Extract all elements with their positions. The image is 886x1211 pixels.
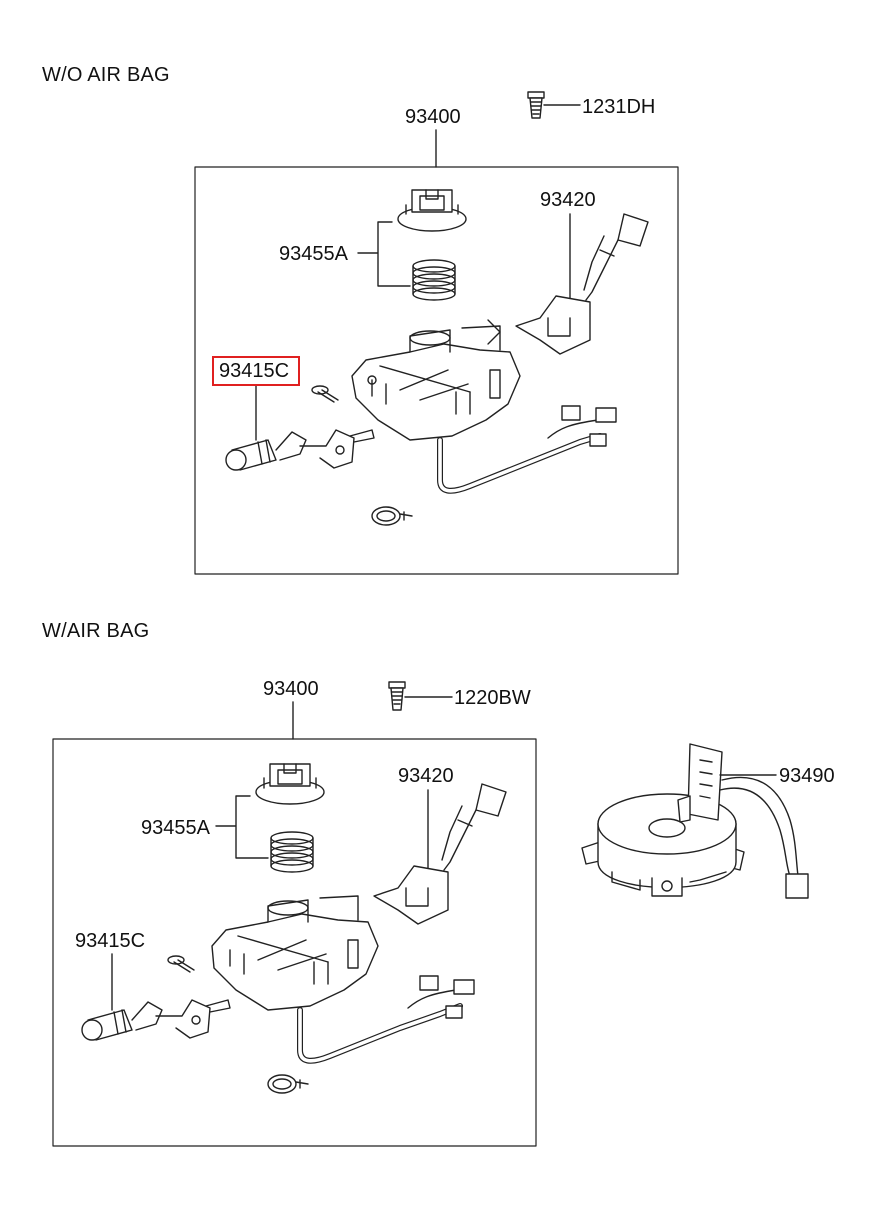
bottom-pin-icon (167, 955, 195, 973)
bottom-cancel-cam-label[interactable]: 93455A (141, 817, 210, 839)
clock-spring-icon (581, 743, 809, 899)
top-right-lever-icon (515, 213, 649, 355)
bottom-assembly-frame (52, 738, 537, 1147)
top-assembly-label[interactable]: 93400 (405, 106, 461, 128)
bottom-left-lever-label[interactable]: 93415C (75, 930, 146, 952)
bottom-clamp-icon (267, 1074, 309, 1094)
section-title-without-airbag: W/O AIR BAG (42, 64, 170, 86)
bottom-right-lever-icon (373, 783, 507, 925)
bottom-right-lever-label[interactable]: 93420 (398, 765, 454, 787)
bottom-left-lever-icon (81, 953, 231, 1041)
section-title-with-airbag: W/AIR BAG (42, 620, 150, 642)
top-screw-label[interactable]: 1231DH (582, 96, 656, 118)
top-cancel-cam-label[interactable]: 93455A (279, 243, 348, 265)
highlight-box-93415c (212, 356, 300, 386)
bottom-cancel-cam-icon (255, 763, 325, 805)
bottom-screw-icon (388, 681, 453, 711)
bottom-switch-body-icon (211, 895, 379, 1011)
top-left-lever-label[interactable]: 93415C (219, 360, 290, 382)
top-spring-icon (412, 259, 456, 301)
bottom-screw-label[interactable]: 1220BW (454, 687, 531, 709)
top-wire-harness-icon (437, 405, 617, 494)
top-assembly-drawing (194, 91, 679, 575)
top-pin-icon (311, 385, 339, 403)
clock-spring-label[interactable]: 93490 (779, 765, 835, 787)
top-switch-body-icon (351, 319, 521, 441)
bottom-assembly-label[interactable]: 93400 (263, 678, 319, 700)
bottom-cancel-cam-bracket (215, 795, 269, 859)
top-clamp-icon (371, 506, 413, 526)
bottom-wire-harness-icon (297, 975, 475, 1064)
top-left-lever-icon (225, 385, 375, 471)
top-right-lever-label[interactable]: 93420 (540, 189, 596, 211)
bottom-assembly-drawing (52, 681, 809, 1147)
top-cancel-cam-icon (397, 189, 467, 232)
bottom-spring-icon (270, 831, 314, 873)
top-cancel-cam-bracket (357, 221, 411, 287)
top-screw-icon (527, 91, 581, 119)
